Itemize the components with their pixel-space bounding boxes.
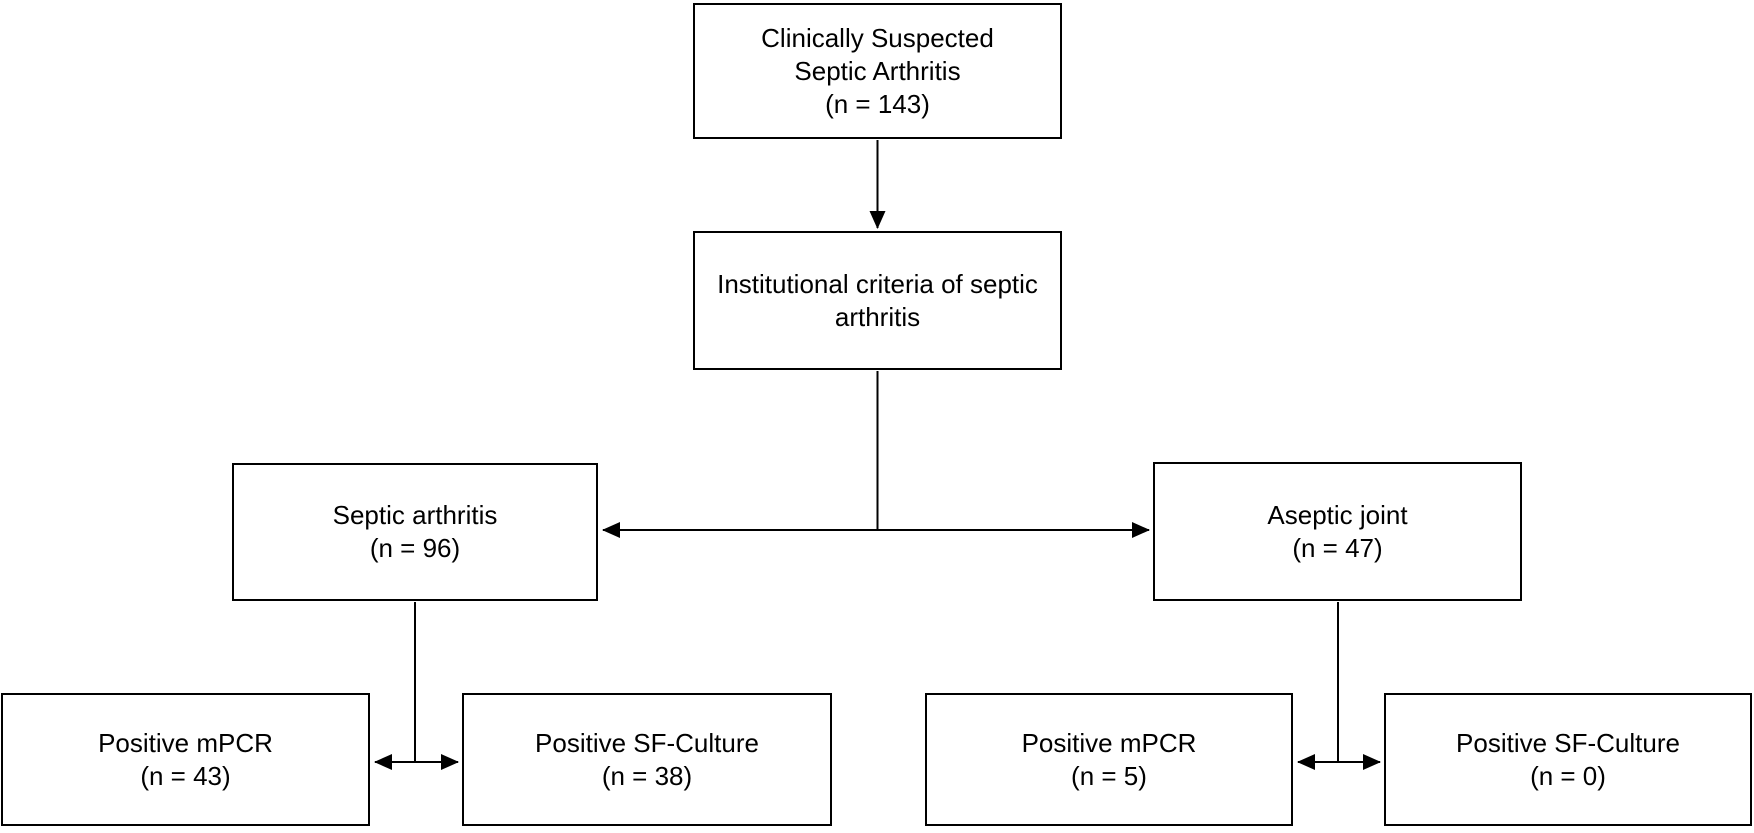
node-institutional-criteria-label: Institutional criteria of septic arthrit…: [717, 268, 1038, 332]
node-septic-positive-mpcr-label: Positive mPCR (n = 43): [98, 727, 273, 791]
node-aseptic-positive-mpcr: Positive mPCR (n = 5): [925, 693, 1293, 826]
node-aseptic-positive-mpcr-label: Positive mPCR (n = 5): [1021, 727, 1197, 791]
node-aseptic-joint: Aseptic joint (n = 47): [1153, 462, 1522, 601]
node-septic-arthritis-label: Septic arthritis (n = 96): [332, 500, 498, 563]
node-clinically-suspected-label: Clinically Suspected Septic Arthritis (n…: [761, 22, 994, 119]
node-aseptic-positive-sf-culture: Positive SF-Culture (n = 0): [1384, 693, 1752, 826]
node-septic-positive-mpcr: Positive mPCR (n = 43): [1, 693, 370, 826]
node-institutional-criteria: Institutional criteria of septic arthrit…: [693, 231, 1062, 370]
node-septic-arthritis: Septic arthritis (n = 96): [232, 463, 598, 601]
node-septic-positive-sf-culture: Positive SF-Culture (n = 38): [462, 693, 832, 826]
node-aseptic-positive-sf-culture-label: Positive SF-Culture (n = 0): [1456, 727, 1680, 791]
node-clinically-suspected: Clinically Suspected Septic Arthritis (n…: [693, 3, 1062, 139]
node-septic-positive-sf-culture-label: Positive SF-Culture (n = 38): [535, 727, 759, 791]
node-aseptic-joint-label: Aseptic joint (n = 47): [1267, 499, 1408, 563]
